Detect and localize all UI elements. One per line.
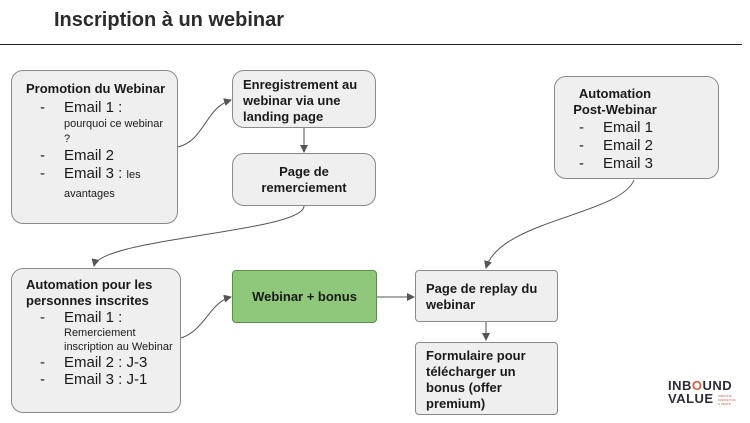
list-item: Email 1 (565, 119, 714, 137)
arrow-promotion-to-enregistrement (177, 98, 232, 148)
node-promotion-list: Email 1 : pourquoi ce webinar ? Email 2 … (26, 99, 171, 203)
node-replay-title: Page de replay du webinar (426, 281, 538, 312)
arrow-remerciement-to-automation (91, 205, 305, 267)
title-divider (0, 44, 742, 45)
node-promotion-title: Promotion du Webinar (26, 81, 166, 96)
node-enregistrement: Enregistrement au webinar via une landin… (232, 70, 376, 128)
node-replay: Page de replay du webinar (415, 270, 558, 322)
list-item: Email 1 : pourquoi ce webinar ? (26, 99, 171, 147)
node-post-webinar: Automation Post-Webinar Email 1 Email 2 … (554, 76, 719, 179)
arrow-automation-to-webinar (180, 294, 232, 339)
node-remerciement: Page de remerciement (232, 153, 376, 206)
node-webinar-bonus-title: Webinar + bonus (252, 288, 357, 304)
node-automation-inscrites-title: Automation pour les personnes inscrites (26, 277, 153, 308)
list-item: Email 2 (565, 137, 714, 155)
list-item: Email 3 : J-1 (26, 371, 176, 388)
list-item: Email 2 : J-3 (26, 354, 176, 371)
node-remerciement-title: Page de remerciement (261, 163, 347, 195)
node-webinar-bonus: Webinar + bonus (232, 270, 377, 323)
list-item: Email 3 : les avantages (26, 165, 171, 203)
node-formulaire: Formulaire pour télécharger un bonus (of… (415, 342, 558, 415)
page-title: Inscription à un webinar (54, 9, 285, 31)
node-promotion: Promotion du Webinar Email 1 : pourquoi … (11, 70, 178, 224)
inbound-value-logo: INBOUND VALUE INBOUND MARKETING & VENTE (668, 378, 736, 406)
arrow-postwebinar-to-replay (484, 179, 635, 269)
node-enregistrement-title: Enregistrement au webinar via une landin… (243, 77, 358, 124)
list-item: Email 3 (565, 155, 714, 173)
node-post-webinar-list: Email 1 Email 2 Email 3 (565, 119, 714, 173)
node-post-webinar-title: Automation Post-Webinar (573, 86, 657, 117)
node-automation-inscrites: Automation pour les personnes inscrites … (11, 268, 181, 413)
node-formulaire-title: Formulaire pour télécharger un bonus (of… (426, 348, 526, 411)
list-item: Email 1 : Remerciement inscription au We… (26, 309, 176, 354)
list-item: Email 2 (26, 147, 171, 165)
node-automation-inscrites-list: Email 1 : Remerciement inscription au We… (26, 309, 176, 388)
